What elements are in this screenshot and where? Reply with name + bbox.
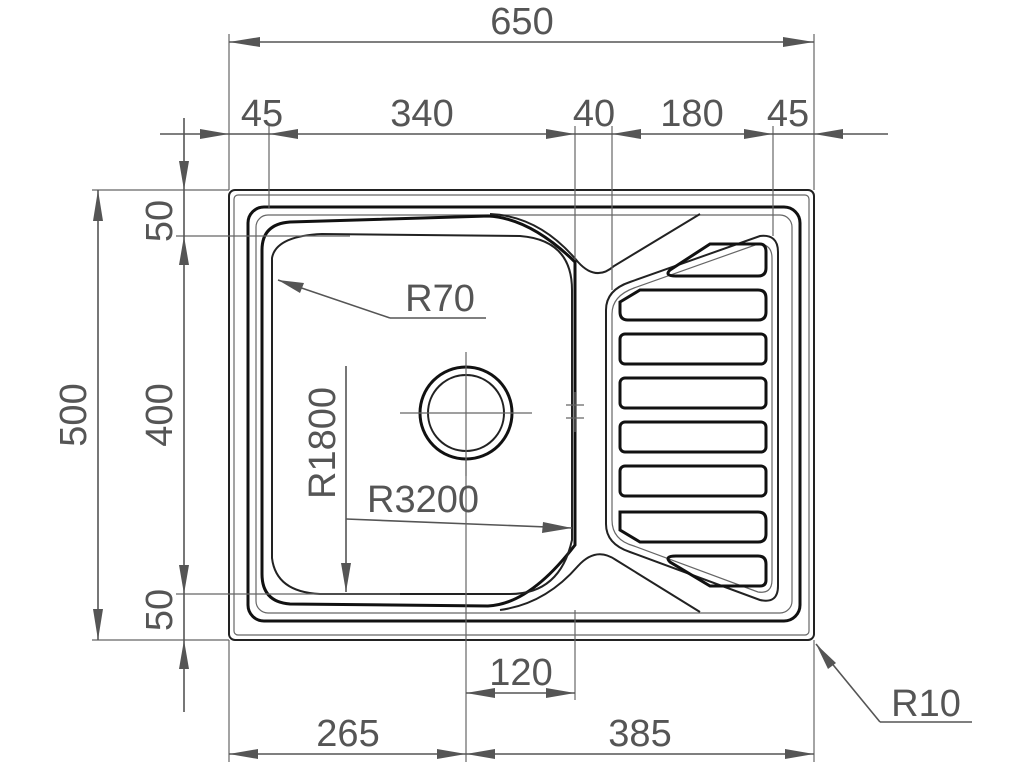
dim-corner-radius: R10 bbox=[891, 683, 961, 725]
drainer-ribs bbox=[618, 242, 768, 588]
sink-rim-inner bbox=[255, 214, 793, 614]
sink-inner-edge bbox=[233, 194, 810, 636]
sink-outer-edge bbox=[228, 189, 815, 641]
dim-bottom-left: 265 bbox=[316, 713, 379, 755]
dim-divider-width: 40 bbox=[573, 93, 615, 135]
drainer-board-outline bbox=[605, 234, 779, 602]
drainer-rib bbox=[618, 464, 768, 498]
drainer-rib bbox=[618, 510, 768, 544]
dim-bowl-width: 340 bbox=[390, 93, 453, 135]
drainer-rib bbox=[618, 420, 768, 454]
dim-overall-height: 500 bbox=[53, 383, 95, 446]
dim-radius-bowl-corner: R70 bbox=[405, 278, 475, 320]
divider-bottom bbox=[499, 553, 701, 613]
dimension-labels: 650 45 340 40 180 45 500 400 50 50 R70 R… bbox=[53, 1, 961, 755]
drainer-rib bbox=[666, 242, 768, 278]
bowl-outline bbox=[260, 214, 577, 608]
overflow-marker-icon bbox=[566, 392, 584, 432]
drainer-rib bbox=[666, 554, 768, 588]
sink-body bbox=[228, 189, 815, 641]
dim-radius-side: R1800 bbox=[302, 387, 344, 499]
dim-left-margin: 45 bbox=[241, 93, 283, 135]
dim-top-margin: 50 bbox=[139, 200, 181, 242]
dim-bottom-margin: 50 bbox=[139, 589, 181, 631]
dim-drainer-width: 180 bbox=[660, 93, 723, 135]
drainer-rib bbox=[618, 376, 768, 410]
sink-rim bbox=[246, 205, 802, 623]
dim-drain-offset: 120 bbox=[489, 652, 552, 694]
dim-bowl-height: 400 bbox=[139, 383, 181, 446]
divider-top bbox=[489, 213, 701, 274]
dim-radius-bottom: R3200 bbox=[367, 479, 479, 521]
drain-outlet-icon bbox=[400, 352, 532, 476]
dimension-lines bbox=[92, 34, 972, 762]
drainer-board-inner bbox=[611, 243, 773, 593]
dim-overall-width: 650 bbox=[490, 1, 553, 43]
dim-bottom-right: 385 bbox=[608, 713, 671, 755]
dim-right-margin: 45 bbox=[767, 93, 809, 135]
drainer-rib bbox=[618, 288, 768, 322]
drainer-rib bbox=[618, 332, 768, 366]
